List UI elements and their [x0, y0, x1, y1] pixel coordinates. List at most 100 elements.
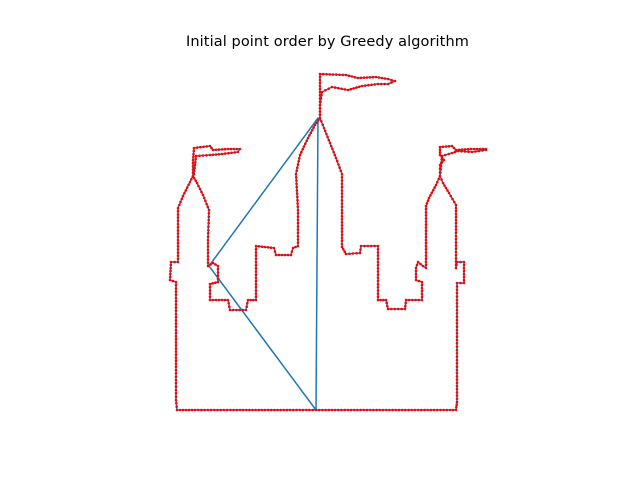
point-marker — [310, 128, 314, 132]
point-marker — [207, 225, 210, 228]
point-marker — [424, 223, 428, 226]
point-marker — [208, 153, 212, 157]
point-marker — [308, 134, 311, 137]
point-marker — [184, 408, 188, 412]
point-marker — [340, 179, 344, 182]
point-marker — [280, 253, 284, 257]
point-marker — [195, 146, 199, 149]
point-marker — [340, 245, 344, 249]
point-marker — [174, 296, 178, 300]
point-marker — [436, 180, 439, 184]
point-marker — [475, 147, 479, 151]
point-marker — [353, 76, 357, 79]
point-marker — [175, 402, 178, 405]
point-marker — [208, 282, 212, 286]
point-marker — [205, 145, 209, 148]
point-marker — [431, 188, 435, 192]
point-marker — [421, 264, 425, 268]
point-marker — [318, 90, 322, 94]
point-marker — [223, 298, 227, 302]
point-marker — [444, 153, 447, 157]
point-marker — [174, 337, 178, 341]
point-marker — [335, 159, 339, 163]
point-marker — [181, 194, 185, 198]
point-marker — [245, 305, 248, 309]
point-marker — [318, 103, 322, 107]
point-marker — [424, 210, 428, 214]
point-marker — [185, 186, 189, 189]
point-marker — [454, 225, 458, 228]
point-marker — [206, 235, 210, 238]
point-marker — [254, 276, 258, 280]
point-marker — [362, 408, 366, 412]
point-marker — [174, 290, 178, 293]
point-marker — [453, 200, 456, 204]
point-marker — [176, 251, 180, 254]
point-marker — [484, 148, 488, 152]
point-marker — [454, 253, 458, 257]
point-marker — [209, 408, 213, 412]
point-marker — [174, 334, 178, 338]
point-marker — [424, 220, 428, 223]
point-marker — [298, 153, 302, 157]
point-marker — [455, 394, 459, 397]
point-marker — [206, 205, 210, 209]
point-marker — [384, 298, 388, 302]
point-marker — [463, 148, 467, 151]
point-marker — [214, 153, 218, 156]
point-marker — [341, 73, 345, 77]
point-marker — [455, 285, 459, 288]
point-marker — [454, 218, 458, 222]
point-marker — [220, 298, 224, 302]
point-marker — [370, 83, 373, 87]
point-marker — [462, 281, 466, 285]
point-marker — [417, 279, 421, 283]
point-marker — [333, 86, 337, 89]
point-marker — [295, 182, 298, 186]
point-marker — [176, 245, 180, 248]
point-marker — [200, 408, 203, 412]
point-marker — [206, 261, 210, 265]
point-marker — [424, 229, 428, 232]
point-marker — [206, 245, 210, 248]
point-marker — [469, 147, 473, 151]
point-marker — [376, 244, 380, 248]
point-marker — [208, 298, 212, 302]
point-marker — [379, 298, 383, 302]
point-marker — [330, 85, 334, 89]
point-marker — [414, 269, 418, 273]
point-marker — [455, 332, 459, 335]
point-marker — [454, 260, 458, 263]
point-marker — [197, 184, 200, 188]
point-marker — [424, 214, 428, 217]
point-marker — [294, 176, 298, 179]
point-marker — [254, 260, 258, 264]
point-marker — [455, 345, 459, 349]
point-marker — [296, 212, 300, 215]
point-marker — [174, 315, 178, 319]
point-marker — [174, 392, 178, 395]
point-marker — [241, 408, 245, 412]
point-marker — [415, 263, 419, 267]
point-marker — [192, 172, 196, 176]
point-marker — [318, 72, 322, 76]
point-marker — [318, 81, 322, 85]
point-marker — [338, 166, 341, 169]
point-marker — [174, 378, 178, 382]
point-marker — [462, 278, 466, 282]
point-marker — [359, 76, 363, 80]
point-marker — [290, 250, 294, 253]
point-marker — [308, 408, 311, 412]
point-marker — [414, 275, 418, 279]
point-marker — [377, 76, 381, 79]
point-marker — [424, 238, 428, 242]
point-marker — [376, 282, 380, 286]
point-marker — [207, 228, 210, 232]
point-marker — [254, 257, 258, 261]
point-marker — [404, 304, 407, 308]
point-marker — [176, 248, 180, 251]
point-marker — [455, 328, 459, 332]
point-marker — [174, 325, 178, 329]
point-marker — [228, 305, 231, 309]
